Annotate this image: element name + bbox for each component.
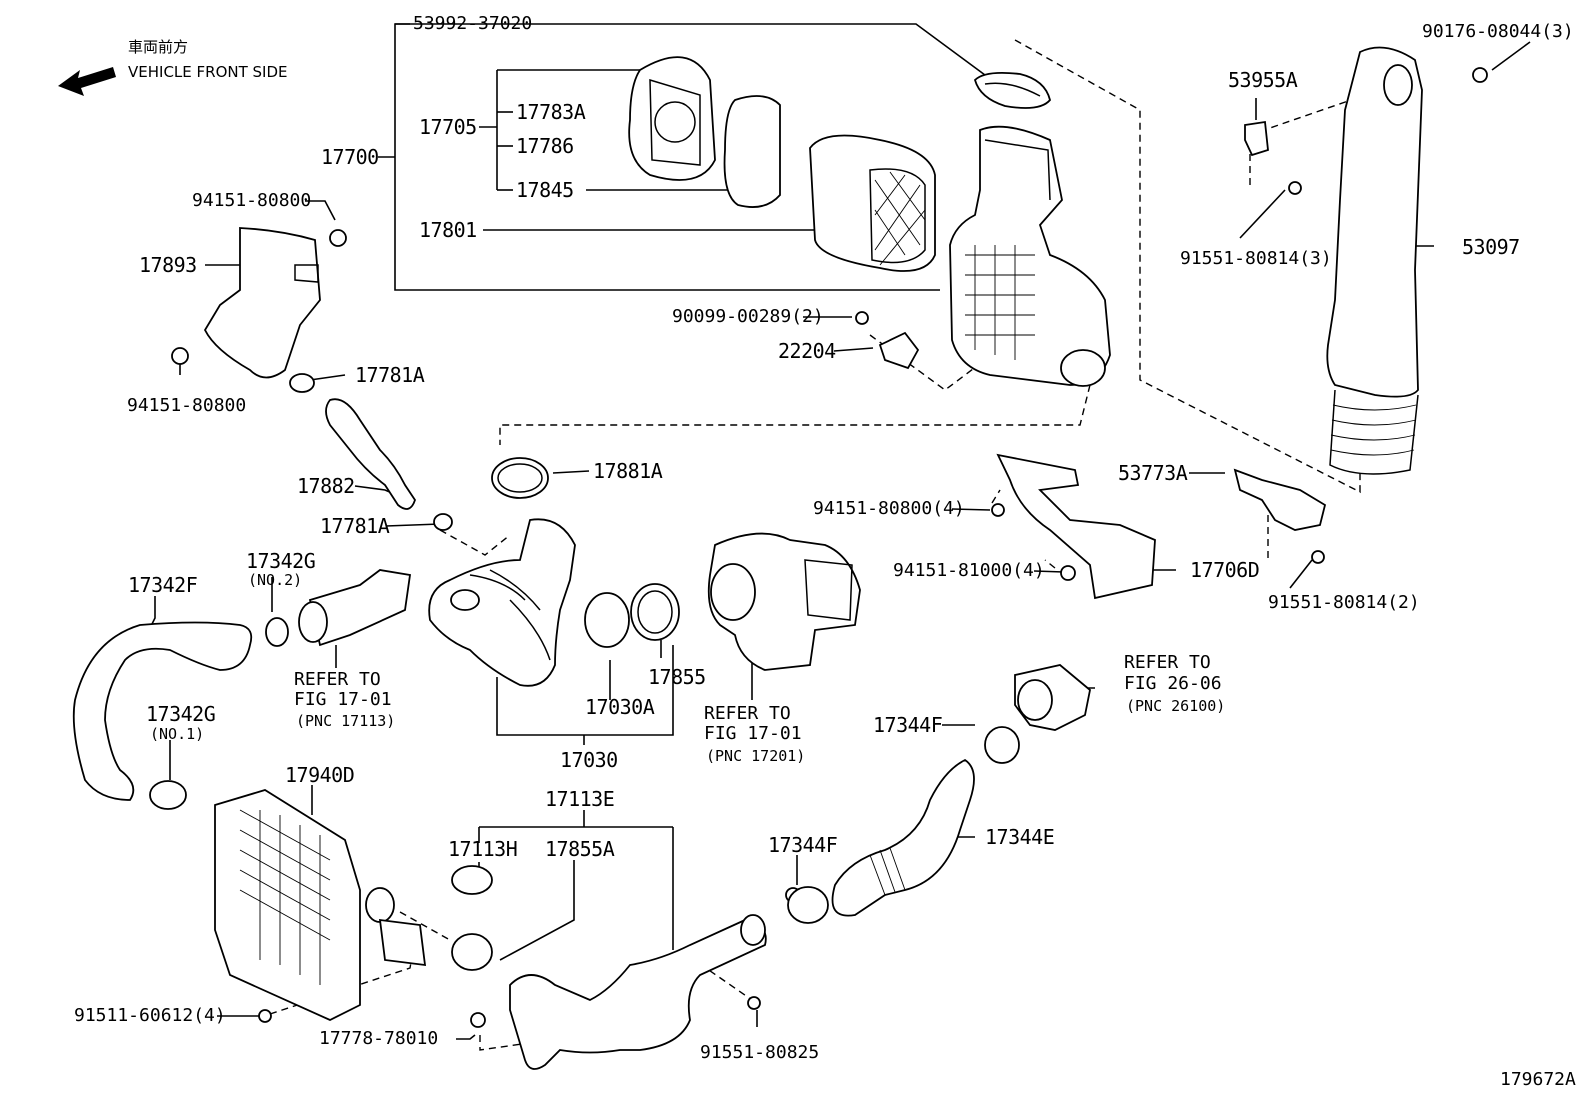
bracket-part	[203, 227, 321, 379]
part-note-no1: (NO.1)	[150, 725, 205, 743]
hose-part-2	[451, 933, 493, 971]
refer-note-3-line3: (PNC 26100)	[1126, 697, 1226, 715]
part-label-17783A: 17783A	[516, 100, 586, 124]
intercooler-hose-part	[72, 621, 253, 801]
part-label-17855A: 17855A	[545, 837, 615, 861]
intercooler-part	[214, 789, 427, 1021]
part-label-17030A: 17030A	[585, 695, 655, 719]
airflow-meter-part	[855, 311, 920, 370]
part-label-17940D: 17940D	[285, 763, 355, 787]
part-label-17113E: 17113E	[545, 787, 615, 811]
air-cleaner-housing-part	[949, 125, 1111, 387]
inlet-duct-part	[973, 71, 1051, 109]
part-label-94151-81000-4: 94151-81000(4)	[893, 560, 1045, 581]
part-label-94151-80800-4: 94151-80800(4)	[813, 498, 965, 519]
part-label-17342G-no2: 17342G	[246, 549, 316, 573]
air-intake-hose-part	[428, 518, 576, 687]
clip-part	[1244, 120, 1269, 157]
hose-part	[325, 398, 416, 510]
turbocharger-part	[707, 532, 861, 671]
hose-clamp-part-2	[491, 457, 549, 499]
part-label-17344F-top: 17344F	[873, 713, 943, 737]
refer-note-2-line1: REFER TO	[704, 703, 791, 724]
refer-note-1-line2: FIG 17-01	[294, 689, 392, 710]
ring-parts	[584, 583, 680, 648]
air-filter-element-part	[809, 134, 936, 272]
refer-note-3-line2: FIG 26-06	[1124, 673, 1222, 694]
gasket-part	[723, 95, 781, 208]
part-label-17882: 17882	[297, 474, 355, 498]
refer-note-2-line2: FIG 17-01	[704, 723, 802, 744]
part-label-91551-80814-3: 91551-80814(3)	[1180, 248, 1332, 269]
part-label-94151-80800-top: 94151-80800	[192, 190, 312, 211]
intercooler-pipe-part	[509, 914, 767, 1070]
refer-note-2-line3: (PNC 17201)	[706, 747, 806, 765]
hose-clamp-part	[289, 373, 453, 531]
part-label-17344E: 17344E	[985, 825, 1055, 849]
part-label-90176-08044: 90176-08044(3)	[1422, 21, 1574, 42]
part-label-90099-00289: 90099-00289(2)	[672, 306, 824, 327]
part-label-91511-60612: 91511-60612(4)	[74, 1005, 226, 1026]
hose-clamp-part-5	[787, 726, 1020, 924]
part-label-17342G-no1: 17342G	[146, 702, 216, 726]
vehicle-front-label: VEHICLE FRONT SIDE	[128, 63, 288, 81]
refer-note-1-line3: (PNC 17113)	[296, 712, 396, 730]
hose-clamp-part-4	[451, 865, 493, 895]
part-label-94151-80800-bottom: 94151-80800	[127, 395, 247, 416]
throttle-body-part	[1014, 664, 1091, 731]
bracket-part-2	[1233, 468, 1327, 531]
part-label-91551-80814-2: 91551-80814(2)	[1268, 592, 1420, 613]
part-label-17705: 17705	[419, 115, 477, 139]
part-label-17030: 17030	[560, 748, 618, 772]
left-arrow-icon	[58, 67, 116, 96]
support-bracket-part	[996, 453, 1156, 600]
part-label-53955A: 53955A	[1228, 68, 1298, 92]
part-label-53773A: 53773A	[1118, 461, 1188, 485]
pipe-part	[298, 569, 412, 647]
part-label-17781A-bottom: 17781A	[320, 514, 390, 538]
part-label-17113H: 17113H	[448, 837, 518, 861]
part-label-17700: 17700	[321, 145, 379, 169]
vehicle-front-label-jp: 車両前方	[128, 38, 189, 56]
part-label-91551-80825: 91551-80825	[700, 1042, 820, 1063]
part-label-17778-78010: 17778-78010	[319, 1028, 439, 1049]
part-label-17893: 17893	[139, 253, 197, 277]
part-label-17801: 17801	[419, 218, 477, 242]
air-cleaner-cap-part	[628, 56, 716, 181]
illustration-number: 179672A	[1500, 1069, 1576, 1090]
part-label-17342F: 17342F	[128, 573, 198, 597]
part-label-53097: 53097	[1462, 235, 1520, 259]
part-label-17855: 17855	[648, 665, 706, 689]
refer-note-1-line1: REFER TO	[294, 669, 381, 690]
part-label-17786: 17786	[516, 134, 574, 158]
part-label-17781A-top: 17781A	[355, 363, 425, 387]
air-intake-duct-part	[1326, 46, 1423, 475]
part-label-53992-37020: 53992-37020	[413, 13, 533, 34]
outlet-hose-part	[831, 758, 975, 917]
part-label-22204: 22204	[778, 339, 836, 363]
refer-note-3-line1: REFER TO	[1124, 652, 1211, 673]
hose-clamp-part-3	[149, 617, 289, 810]
leader-lines	[149, 23, 1531, 1040]
part-label-17845: 17845	[516, 178, 574, 202]
part-label-17706D: 17706D	[1190, 558, 1260, 582]
part-label-17881A: 17881A	[593, 459, 663, 483]
part-note-no2: (NO.2)	[248, 571, 303, 589]
part-label-17344F-bottom: 17344F	[768, 833, 838, 857]
